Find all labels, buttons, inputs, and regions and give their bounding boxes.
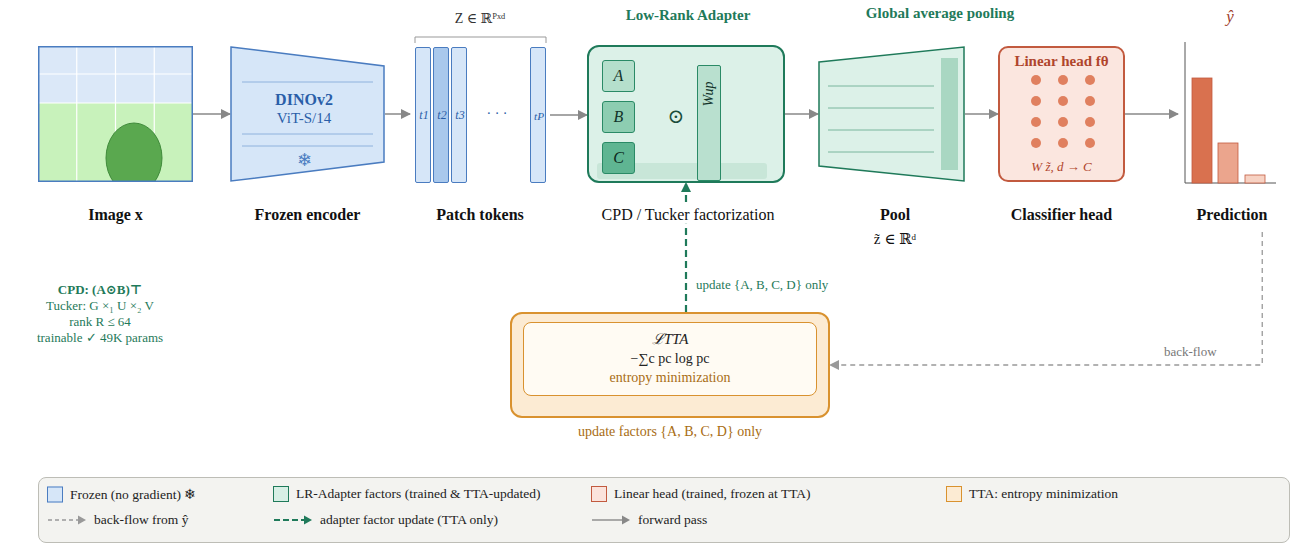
node-label: Patch tokens bbox=[433, 206, 527, 224]
edge-label: update {A, B, C, D} only bbox=[693, 278, 831, 293]
legend-item: forward pass bbox=[591, 512, 707, 528]
token-box: t2 bbox=[433, 47, 449, 183]
legend-label: LR-Adapter factors (trained & TTA-update… bbox=[296, 486, 541, 502]
node-label: Pool bbox=[877, 206, 913, 224]
pooling-block: Global average poolingPoolz̃ ∈ ℝᵈ bbox=[818, 46, 965, 182]
connector bbox=[685, 183, 687, 312]
node-label: ViT-S/14 bbox=[277, 110, 331, 127]
connector bbox=[385, 113, 410, 115]
node-label: Frozen encoder bbox=[252, 206, 364, 224]
node-label: DINOv2 bbox=[275, 91, 333, 109]
node-graphic bbox=[38, 46, 193, 182]
legend-swatch bbox=[946, 486, 962, 502]
input-image: Image x bbox=[38, 46, 193, 182]
legend-swatch bbox=[591, 486, 607, 502]
annotation: rank R ≤ 64 bbox=[69, 315, 131, 330]
legend-item: back-flow from ŷ bbox=[47, 512, 188, 528]
classifier-head: Linear head fθW z̃, d → CClassifier head bbox=[998, 46, 1125, 182]
node-graphic bbox=[410, 46, 550, 184]
node-label: Image x bbox=[85, 206, 146, 224]
connector bbox=[965, 113, 998, 115]
ellipsis: · · · bbox=[487, 106, 508, 122]
loss-box: ℒTTA −∑c pc log pc entropy minimization bbox=[523, 322, 817, 396]
legend-label: TTA: entropy minimization bbox=[969, 486, 1118, 502]
up-projection-box: Wup bbox=[697, 65, 721, 181]
node-label: CPD / Tucker factorization bbox=[599, 206, 778, 224]
prediction-chart: ŷPrediction bbox=[1178, 5, 1282, 232]
token-box: t3 bbox=[451, 47, 467, 183]
legend-item: LR-Adapter factors (trained & TTA-update… bbox=[273, 486, 541, 502]
legend-label: adapter factor update (TTA only) bbox=[320, 512, 498, 528]
product-symbol: ⊙ bbox=[668, 105, 685, 128]
node-label: z̃ ∈ ℝᵈ bbox=[871, 231, 919, 248]
annotation: trainable ✓ 49K params bbox=[37, 331, 163, 346]
connector bbox=[193, 113, 230, 115]
node-label: Low-Rank Adapter bbox=[623, 7, 754, 24]
legend-line-sample bbox=[591, 514, 631, 526]
annotation: CPD: (A⊙B)⊤ bbox=[58, 283, 142, 298]
node-label: B bbox=[614, 108, 624, 126]
legend-label: Frozen (no gradient) ❄ bbox=[70, 486, 196, 503]
patch-tokens: Z ∈ ℝᴾˣᵈPatch tokenst1t2t3tP bbox=[410, 46, 550, 184]
node-label: A bbox=[614, 67, 624, 85]
legend-item: Frozen (no gradient) ❄ bbox=[47, 486, 196, 503]
edge-label: back-flow bbox=[1161, 345, 1220, 360]
node-label: entropy minimization bbox=[610, 370, 731, 386]
legend-swatch bbox=[273, 486, 289, 502]
factor-box: A bbox=[602, 60, 635, 92]
node-graphic bbox=[818, 46, 965, 182]
node-label: W z̃, d → C bbox=[1031, 160, 1091, 175]
factor-box: C bbox=[602, 142, 635, 174]
tta-box: update factors {A, B, C, D} onlyℒTTA−∑c … bbox=[510, 312, 830, 418]
node-graphic bbox=[1178, 5, 1282, 232]
node-label: t1 bbox=[419, 109, 428, 123]
node-label: Linear head fθ bbox=[1014, 53, 1108, 70]
node-label: Classifier head bbox=[1008, 206, 1115, 224]
legend-item: TTA: entropy minimization bbox=[946, 486, 1118, 502]
node-label: ℒTTA bbox=[652, 331, 689, 348]
node-label: update factors {A, B, C, D} only bbox=[575, 424, 765, 440]
legend-swatch bbox=[47, 486, 63, 502]
token-box: t1 bbox=[415, 47, 431, 183]
token-box: tP bbox=[530, 47, 546, 183]
node-label: Prediction bbox=[1194, 206, 1271, 224]
legend-line-sample bbox=[47, 514, 87, 526]
connector bbox=[830, 232, 1262, 365]
legend-label: forward pass bbox=[638, 512, 707, 528]
node-label: −∑c pc log pc bbox=[631, 351, 710, 367]
node-label: C bbox=[613, 149, 624, 167]
legend-item: adapter factor update (TTA only) bbox=[273, 512, 498, 528]
connector bbox=[1125, 113, 1178, 115]
node-label: ❄ bbox=[297, 150, 312, 171]
legend-label: back-flow from ŷ bbox=[94, 512, 188, 528]
legend-label: Linear head (trained, frozen at TTA) bbox=[614, 486, 811, 502]
node-label: Global average pooling bbox=[863, 5, 1017, 22]
connector bbox=[550, 114, 587, 116]
node-label: ŷ bbox=[1226, 7, 1234, 27]
adapter-box: Low-Rank AdapterCPD / Tucker factorizati… bbox=[587, 45, 785, 183]
factor-box: B bbox=[602, 101, 635, 133]
node-label: t2 bbox=[437, 109, 446, 123]
frozen-encoder: DINOv2ViT-S/14❄Frozen encoder bbox=[230, 46, 385, 182]
legend-box: Frozen (no gradient) ❄ LR-Adapter factors… bbox=[38, 477, 1290, 543]
node-label: tP bbox=[534, 110, 544, 123]
annotation: Tucker: G ×₁ U ×₂ V bbox=[46, 299, 154, 314]
connector bbox=[785, 113, 818, 115]
node-label: Z ∈ ℝᴾˣᵈ bbox=[452, 11, 509, 27]
node-label: t3 bbox=[455, 109, 464, 123]
legend-item: Linear head (trained, frozen at TTA) bbox=[591, 486, 811, 502]
node-label: Wup bbox=[701, 82, 717, 107]
legend-line-sample bbox=[273, 514, 313, 526]
